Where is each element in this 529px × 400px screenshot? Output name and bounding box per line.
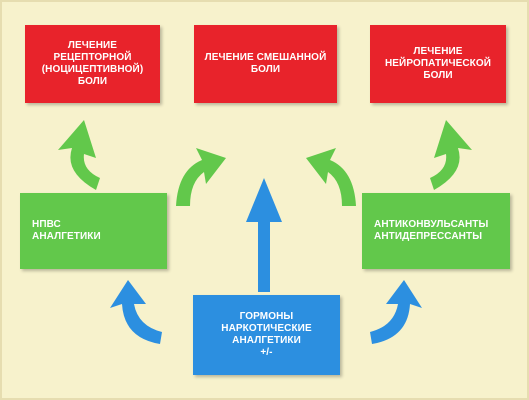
green-arrow-center-right: [306, 148, 356, 206]
box-mixed-pain-treatment: ЛЕЧЕНИЕ СМЕШАННОЙ БОЛИ: [194, 25, 337, 103]
green-arrow-right-up: [430, 120, 472, 190]
box-nsaid-analgesics-label: НПВС АНАЛГЕТИКИ: [32, 219, 101, 242]
blue-arrow-right-up: [370, 280, 422, 344]
box-anticonvulsants-antidepressants: АНТИКОНВУЛЬСАНТЫ АНТИДЕПРЕССАНТЫ: [362, 193, 510, 269]
box-neuropathic-pain-treatment: ЛЕЧЕНИЕ НЕЙРОПАТИЧЕСКОЙ БОЛИ: [370, 25, 506, 103]
box-hormones-narcotic-analgesics-label: ГОРМОНЫ НАРКОТИЧЕСКИЕ АНАЛГЕТИКИ +/-: [221, 311, 312, 358]
green-arrow-left-up: [58, 120, 100, 190]
box-hormones-narcotic-analgesics: ГОРМОНЫ НАРКОТИЧЕСКИЕ АНАЛГЕТИКИ +/-: [193, 295, 340, 375]
box-nsaid-analgesics: НПВС АНАЛГЕТИКИ: [20, 193, 167, 269]
box-receptor-pain-treatment-label: ЛЕЧЕНИЕ РЕЦЕПТОРНОЙ (НОЦИЦЕПТИВНОЙ) БОЛИ: [41, 40, 144, 87]
box-anticonvulsants-antidepressants-label: АНТИКОНВУЛЬСАНТЫ АНТИДЕПРЕССАНТЫ: [374, 219, 489, 242]
blue-arrow-up: [246, 178, 282, 292]
box-neuropathic-pain-treatment-label: ЛЕЧЕНИЕ НЕЙРОПАТИЧЕСКОЙ БОЛИ: [384, 46, 492, 81]
box-receptor-pain-treatment: ЛЕЧЕНИЕ РЕЦЕПТОРНОЙ (НОЦИЦЕПТИВНОЙ) БОЛИ: [25, 25, 160, 103]
green-arrow-center-left: [176, 148, 226, 206]
box-mixed-pain-treatment-label: ЛЕЧЕНИЕ СМЕШАННОЙ БОЛИ: [204, 52, 327, 75]
blue-arrow-left-up: [110, 280, 162, 344]
